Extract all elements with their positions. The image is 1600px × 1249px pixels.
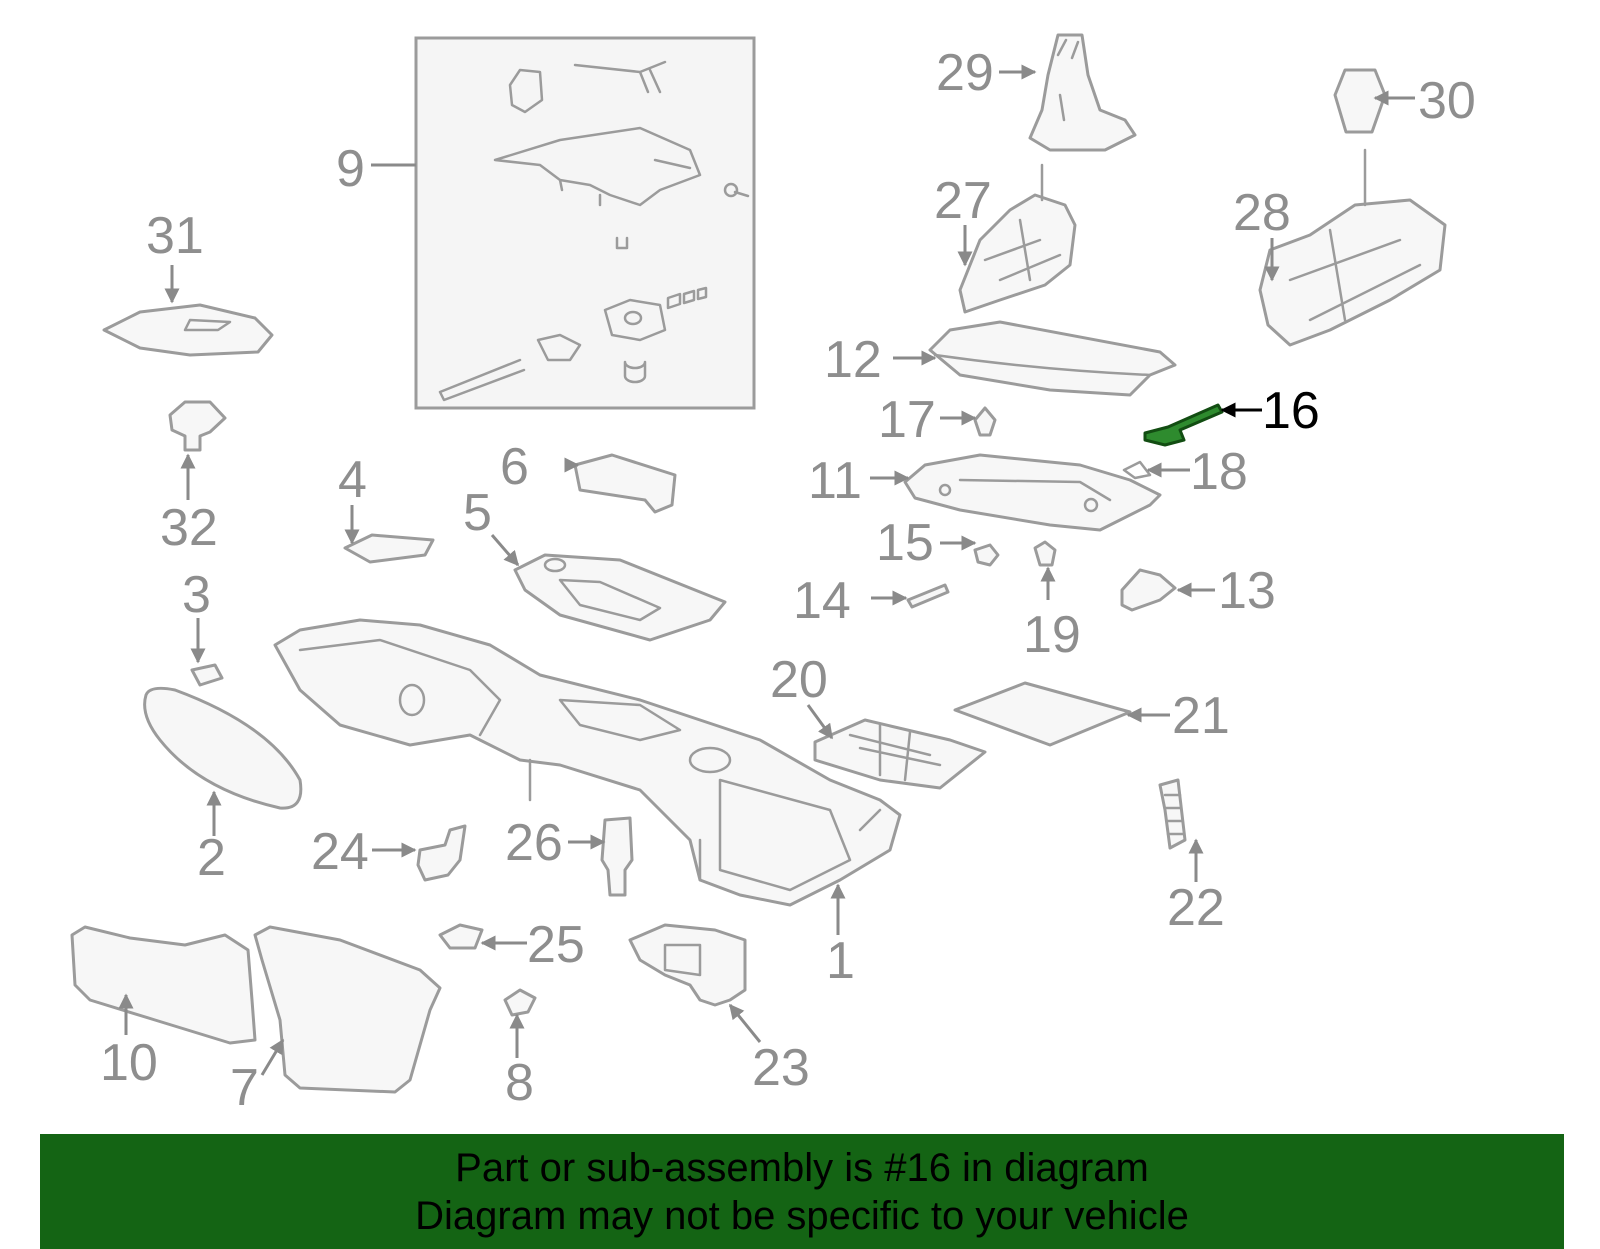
part-15-screw <box>973 543 1000 567</box>
callout-11: 11 <box>808 452 862 510</box>
callout-24: 24 <box>311 823 369 881</box>
part-28-shifter <box>1258 148 1447 347</box>
part-29-shift-boot <box>1028 33 1137 152</box>
part-9-kit-box <box>414 36 756 410</box>
callout-30: 30 <box>1418 72 1476 130</box>
part-20-grille <box>813 718 987 790</box>
callout-32: 32 <box>160 499 218 557</box>
part-18-clip <box>1122 460 1152 480</box>
leader-lines <box>118 64 1415 1076</box>
callout-17: 17 <box>878 391 936 449</box>
part-3-clip <box>190 663 224 687</box>
callout-5: 5 <box>463 484 492 542</box>
callout-labels: 9 29 30 27 28 12 16 17 18 11 15 19 14 13… <box>100 44 1476 1117</box>
callout-18: 18 <box>1190 443 1248 501</box>
part-13-latch <box>1120 568 1177 612</box>
part-30-shift-knob <box>1333 68 1387 134</box>
callout-28: 28 <box>1233 184 1291 242</box>
part-25-clip <box>438 923 484 950</box>
part-1-console <box>273 618 902 907</box>
part-6-tray <box>573 453 677 514</box>
part-8-clip <box>503 988 537 1017</box>
callout-20: 20 <box>770 651 828 709</box>
callout-4: 4 <box>338 451 367 509</box>
part-17-clip <box>973 406 997 437</box>
callout-9: 9 <box>336 140 365 198</box>
callout-26: 26 <box>505 814 563 872</box>
part-12-armrest-lid <box>928 320 1177 397</box>
part-5-bin <box>513 553 727 642</box>
part-31-cover <box>102 303 274 357</box>
callout-23: 23 <box>752 1039 810 1097</box>
part-4-cover <box>343 533 435 564</box>
callout-19: 19 <box>1023 606 1081 664</box>
callout-8: 8 <box>505 1054 534 1112</box>
callout-22: 22 <box>1167 879 1225 937</box>
callout-16: 16 <box>1262 382 1320 440</box>
callout-10: 10 <box>100 1034 158 1092</box>
callout-12: 12 <box>824 331 882 389</box>
callout-21: 21 <box>1172 687 1230 745</box>
callout-2: 2 <box>197 829 226 887</box>
callout-27: 27 <box>934 172 992 230</box>
callout-7: 7 <box>230 1059 259 1117</box>
part-10-panel <box>70 925 257 1045</box>
part-26-switch <box>600 816 634 897</box>
part-21-mat <box>953 681 1132 747</box>
banner-line-2: Diagram may not be specific to your vehi… <box>415 1194 1189 1238</box>
part-32-knob <box>168 400 227 452</box>
part-27-shifter <box>958 163 1077 314</box>
callout-29: 29 <box>936 44 994 102</box>
part-23-bracket <box>628 923 747 1007</box>
part-24-bracket <box>416 824 467 882</box>
banner-line-1: Part or sub-assembly is #16 in diagram <box>455 1146 1149 1190</box>
part-11-armrest-base <box>903 453 1162 532</box>
part-2-pad <box>143 686 303 810</box>
callout-31: 31 <box>146 207 204 265</box>
callout-15: 15 <box>876 514 934 572</box>
callout-1: 1 <box>826 932 855 990</box>
callout-13: 13 <box>1218 562 1276 620</box>
part-7-panel <box>253 925 442 1094</box>
callout-14: 14 <box>793 572 851 630</box>
part-22-bracket <box>1158 778 1187 850</box>
part-16-bracket <box>1143 403 1224 447</box>
callout-3: 3 <box>182 566 211 624</box>
part-19-clip <box>1033 540 1057 567</box>
callout-6: 6 <box>500 438 529 496</box>
info-banner: Part or sub-assembly is #16 in diagram D… <box>40 1134 1564 1249</box>
part-14-rod <box>906 583 950 609</box>
callout-25: 25 <box>527 916 585 974</box>
